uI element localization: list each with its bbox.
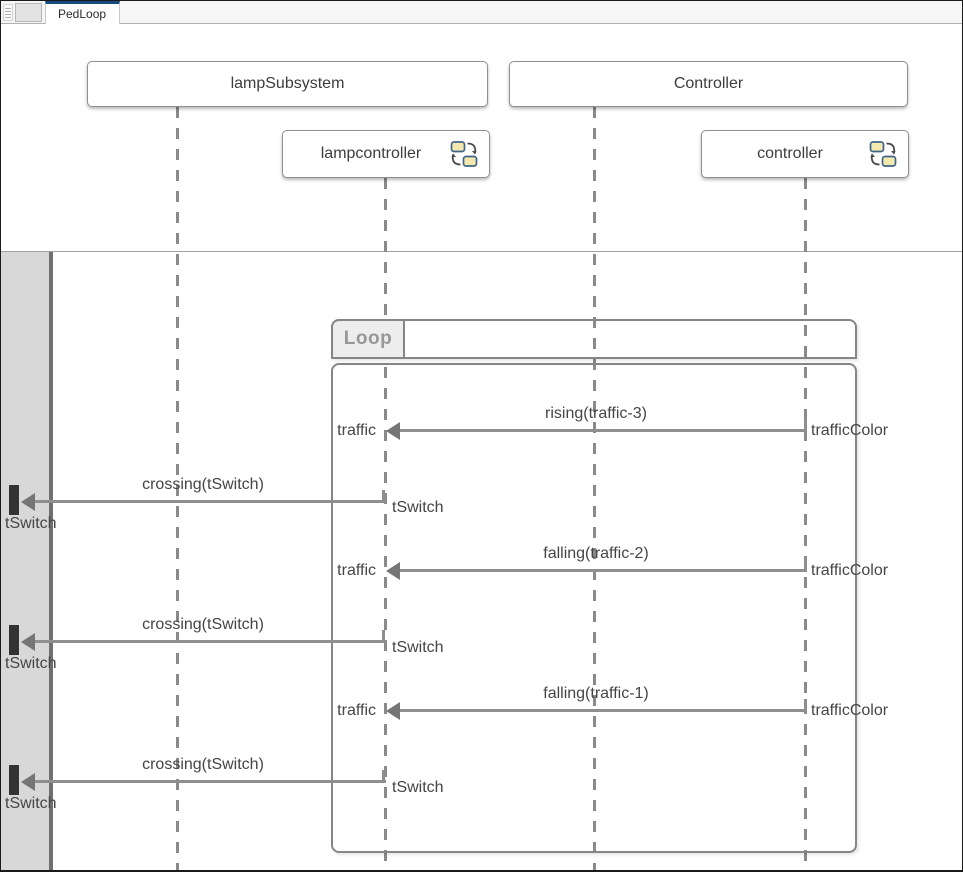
stateflow-chart-icon (869, 141, 897, 167)
message-line[interactable] (35, 780, 386, 783)
tab-bar-button[interactable] (15, 3, 42, 22)
lifeline-controller-chart[interactable] (804, 178, 807, 870)
loop-fragment-body[interactable] (331, 363, 857, 853)
source-port-label: trafficColor (811, 562, 889, 579)
message-label[interactable]: crossing(tSwitch) (142, 476, 264, 493)
source-port-label: tSwitch (392, 499, 444, 516)
lifeline-lampsubsystem[interactable] (176, 107, 179, 870)
env-port-label: tSwitch (5, 515, 57, 532)
environment-lifeline-edge (49, 252, 53, 870)
target-port-label: traffic (337, 562, 376, 579)
source-port-label: trafficColor (811, 702, 889, 719)
lifeline-header-lampsubsystem[interactable]: lampSubsystem (87, 61, 488, 107)
message-label[interactable]: falling(traffic-2) (543, 545, 649, 562)
message-arrowhead-icon (21, 493, 35, 511)
env-gateway-bar[interactable] (9, 625, 19, 655)
message-label[interactable]: falling(traffic-1) (543, 685, 649, 702)
message-line[interactable] (399, 429, 807, 432)
message-origin-tick (382, 770, 385, 782)
lifeline-header-controller-subsystem[interactable]: Controller (509, 61, 908, 107)
message-origin-tick (382, 490, 385, 502)
env-port-label: tSwitch (5, 795, 57, 812)
lifeline-header-lampcontroller[interactable]: lampcontroller (282, 130, 490, 178)
message-line[interactable] (35, 500, 386, 503)
message-label[interactable]: crossing(tSwitch) (142, 616, 264, 633)
tab-bar: PedLoop (1, 1, 962, 24)
header-separator-line (1, 251, 962, 252)
source-port-label: tSwitch (392, 639, 444, 656)
source-port-label: trafficColor (811, 422, 889, 439)
message-origin-tick (382, 630, 385, 642)
lifeline-header-label: Controller (673, 75, 744, 92)
message-arrowhead-icon (386, 702, 400, 720)
tab-label: PedLoop (58, 7, 107, 21)
message-arrowhead-icon (21, 773, 35, 791)
message-origin-tick (804, 419, 807, 431)
target-port-label: traffic (337, 702, 376, 719)
message-line[interactable] (399, 569, 807, 572)
target-port-label: traffic (337, 422, 376, 439)
stateflow-chart-icon (450, 141, 478, 167)
env-port-label: tSwitch (5, 655, 57, 672)
message-origin-tick (804, 559, 807, 571)
env-gateway-bar[interactable] (9, 485, 19, 515)
tab-pedloop[interactable]: PedLoop (45, 1, 120, 24)
lifeline-header-label: lampSubsystem (230, 75, 345, 92)
message-label[interactable]: rising(traffic-3) (545, 405, 647, 422)
tab-overflow-menu-icon[interactable] (3, 4, 13, 21)
lifeline-header-controller-chart[interactable]: controller (701, 130, 909, 178)
lifeline-lampcontroller[interactable] (384, 178, 387, 870)
loop-operator-tab[interactable]: Loop (331, 319, 405, 359)
message-arrowhead-icon (386, 422, 400, 440)
loop-operator-label: Loop (343, 328, 393, 349)
message-arrowhead-icon (21, 633, 35, 651)
source-port-label: tSwitch (392, 779, 444, 796)
message-label[interactable]: crossing(tSwitch) (142, 756, 264, 773)
lifeline-header-label: controller (757, 145, 823, 162)
message-origin-tick (804, 699, 807, 711)
loop-fragment-header (331, 319, 857, 359)
lifeline-controller-subsystem[interactable] (593, 107, 596, 870)
message-arrowhead-icon (386, 562, 400, 580)
message-line[interactable] (35, 640, 386, 643)
message-line[interactable] (399, 709, 807, 712)
lifeline-header-label: lampcontroller (320, 145, 422, 162)
env-gateway-bar[interactable] (9, 765, 19, 795)
